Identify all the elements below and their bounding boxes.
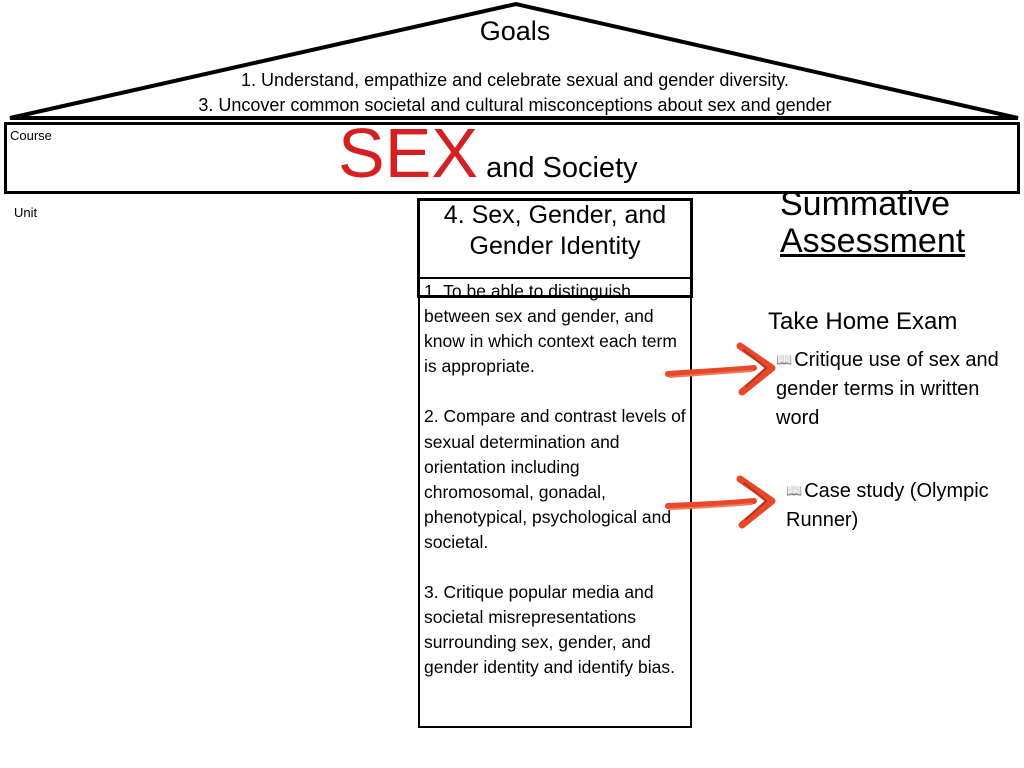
course-box <box>4 122 1020 194</box>
summative-heading: Summative Assessment <box>780 186 965 260</box>
unit-objectives: 1. To be able to distinguish between sex… <box>424 279 692 681</box>
course-title-emphasis: SEX <box>338 114 479 192</box>
unit-label: Unit <box>14 205 38 220</box>
goals-roof <box>9 1 1019 120</box>
take-home-exam: Take Home Exam <box>768 308 958 335</box>
arrow-icon <box>665 342 776 396</box>
unit-title: 4. Sex, Gender, and Gender Identity <box>443 201 667 260</box>
unit-title-box <box>417 198 693 298</box>
goals-title: Goals <box>479 16 551 46</box>
book-icon: 📖 <box>786 483 803 498</box>
assessment-bullet: 📖Case study (Olympic Runner) <box>786 476 1016 535</box>
objective-item: 1. To be able to distinguish between sex… <box>424 281 677 377</box>
arrow-icon <box>665 475 776 529</box>
course-label: Course <box>10 128 52 143</box>
book-icon: 📖 <box>776 352 793 367</box>
course-title-rest: and Society <box>486 152 638 184</box>
summative-heading-line1: Summative <box>780 185 951 223</box>
objective-item: 2. Compare and contrast levels of sexual… <box>424 406 686 552</box>
assessment-bullet: 📖Critique use of sex and gender terms in… <box>776 345 1024 433</box>
assessment-bullet-text: Case study (Olympic Runner) <box>786 480 989 531</box>
goal-item: 1. Understand, empathize and celebrate s… <box>241 70 789 90</box>
goal-item: 3. Uncover common societal and cultural … <box>198 95 832 115</box>
summative-heading-line2: Assessment <box>780 222 966 260</box>
objective-item: 3. Critique popular media and societal m… <box>424 582 675 678</box>
assessment-bullet-text: Critique use of sex and gender terms in … <box>776 349 999 429</box>
